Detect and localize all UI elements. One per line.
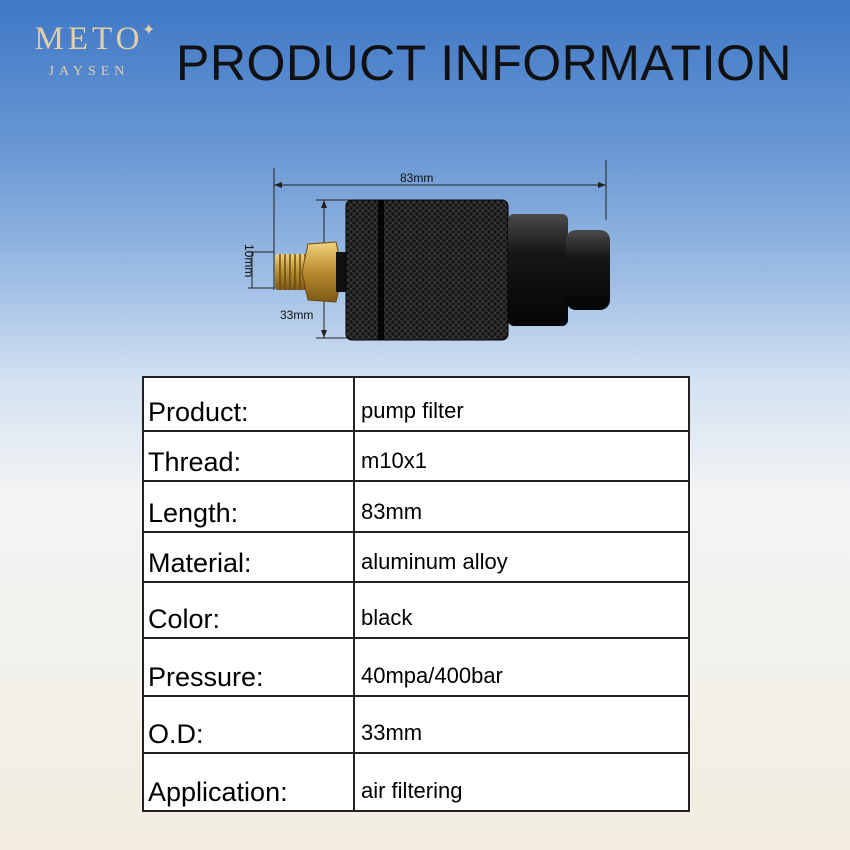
brand-sub: JAYSEN <box>48 64 130 79</box>
dim-arrow-bottom <box>321 330 327 338</box>
spec-value: aluminum alloy <box>353 531 690 583</box>
table-row: Length: 83mm <box>142 480 690 533</box>
spec-label: Pressure: <box>142 637 355 697</box>
brass-hex-nut <box>301 241 344 303</box>
body-knurled <box>345 199 509 341</box>
table-row: Color: black <box>142 581 690 639</box>
spec-value: 40mpa/400bar <box>353 637 690 697</box>
sparkle-icon: ✦ <box>142 22 160 39</box>
dim-length-label: 83mm <box>400 171 433 185</box>
thread-grooves <box>279 254 306 290</box>
spec-value: 33mm <box>353 695 690 754</box>
dim-arrow-top <box>321 200 327 208</box>
spec-label: O.D: <box>142 695 355 754</box>
brand-logo: METO✦ JAYSEN <box>14 20 164 80</box>
spec-table: Product: pump filter Thread: m10x1 Lengt… <box>142 376 690 812</box>
spec-value: m10x1 <box>353 430 690 482</box>
page-title: PRODUCT INFORMATION <box>176 35 792 91</box>
spec-label: Application: <box>142 752 355 812</box>
spec-value: air filtering <box>353 752 690 812</box>
table-row: Application: air filtering <box>142 752 690 812</box>
body-smooth <box>508 214 568 326</box>
dim-diameter-label: 33mm <box>280 308 313 322</box>
spec-value: 83mm <box>353 480 690 533</box>
dim-arrow-right <box>598 182 606 188</box>
table-row: Thread: m10x1 <box>142 430 690 482</box>
dim-thread-label: 10mm <box>242 244 256 277</box>
spec-label: Material: <box>142 531 355 583</box>
spec-value: pump filter <box>353 376 690 432</box>
spec-label: Length: <box>142 480 355 533</box>
table-row: Product: pump filter <box>142 376 690 432</box>
spec-value: black <box>353 581 690 639</box>
product-image: 83mm 33mm 10mm <box>242 160 610 341</box>
brand-name: METO <box>34 21 144 57</box>
body-groove <box>378 200 384 340</box>
dim-arrow-left <box>274 182 282 188</box>
spec-label: Product: <box>142 376 355 432</box>
spec-label: Color: <box>142 581 355 639</box>
spec-label: Thread: <box>142 430 355 482</box>
table-row: Material: aluminum alloy <box>142 531 690 583</box>
table-row: Pressure: 40mpa/400bar <box>142 637 690 697</box>
body-nozzle <box>566 230 610 310</box>
table-row: O.D: 33mm <box>142 695 690 754</box>
